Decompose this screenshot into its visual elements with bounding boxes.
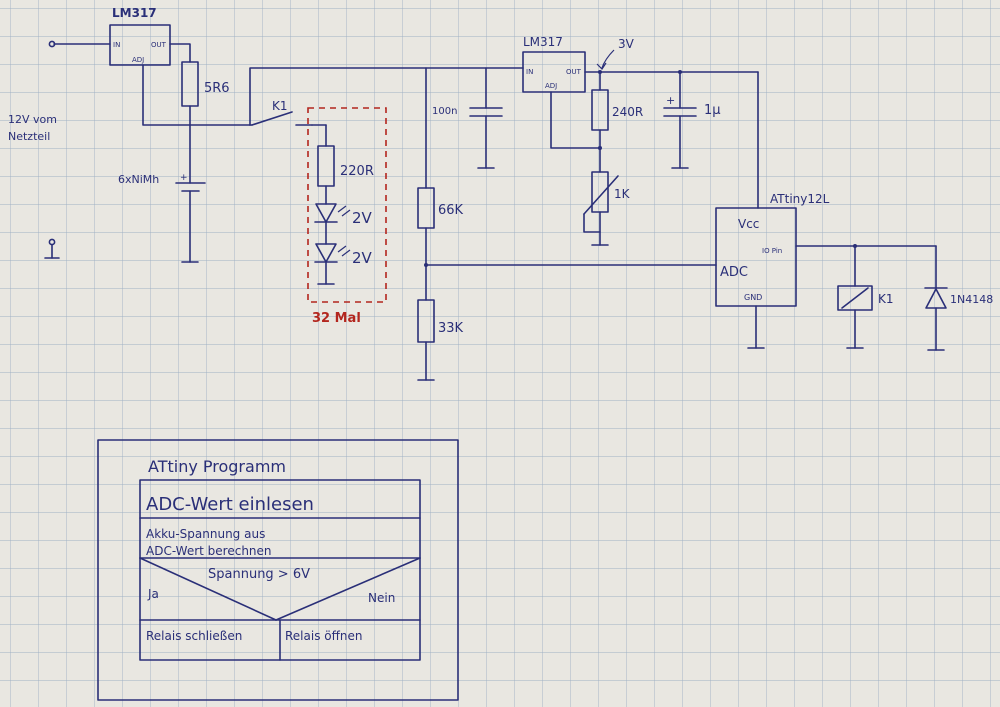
battery-plus: + bbox=[180, 173, 188, 183]
program-action-close-relay: Relais schließen bbox=[146, 629, 242, 643]
mcu-io-pin: IO Pin bbox=[762, 247, 782, 255]
supply-label-2: Netzteil bbox=[8, 130, 50, 143]
resistor-220r-label: 220R bbox=[340, 164, 374, 179]
battery-label: 6xNiMh bbox=[118, 173, 159, 186]
regulator-1-adj: ADJ bbox=[132, 56, 144, 64]
mcu-vcc: Vcc bbox=[738, 217, 759, 231]
program-title: ATtiny Programm bbox=[148, 457, 286, 476]
resistor-240r-label: 240R bbox=[612, 105, 643, 119]
program-condition: Spannung > 6V bbox=[208, 567, 310, 582]
program-branch-no: Nein bbox=[368, 591, 395, 605]
capacitor-1u-plus: + bbox=[666, 94, 675, 107]
capacitor-100n-label: 100n bbox=[432, 106, 457, 117]
regulator-1-name: LM317 bbox=[112, 6, 157, 20]
regulator-2-adj: ADJ bbox=[545, 82, 557, 90]
led-group-count: 32 Mal bbox=[312, 311, 361, 326]
regulator-1: LM317 IN OUT ADJ bbox=[109, 6, 171, 66]
program-step-read-adc: ADC-Wert einlesen bbox=[146, 494, 314, 515]
program-flowchart: ATtiny Programm ADC-Wert einlesen Akku-S… bbox=[97, 439, 459, 701]
input-terminal bbox=[48, 40, 111, 48]
program-action-open-relay: Relais öffnen bbox=[285, 629, 362, 643]
program-step-calc-line2: ADC-Wert berechnen bbox=[146, 544, 272, 558]
potentiometer-label: 1K bbox=[614, 187, 631, 201]
capacitor-1u-label: 1µ bbox=[704, 103, 721, 118]
supply-label-1: 12V vom bbox=[8, 113, 57, 126]
regulator-2-name: LM317 bbox=[523, 35, 563, 49]
attiny12l-chip: ATtiny12L Vcc IO Pin ADC GND bbox=[715, 192, 830, 307]
mcu-adc: ADC bbox=[720, 265, 748, 280]
regulator-1-in: IN bbox=[113, 41, 120, 49]
mcu-gnd: GND bbox=[744, 293, 762, 302]
led-group-box bbox=[307, 107, 387, 303]
program-step-calc-line1: Akku-Spannung aus bbox=[146, 527, 265, 541]
relay-coil-label: K1 bbox=[878, 292, 894, 306]
resistor-5r6-label: 5R6 bbox=[204, 81, 230, 96]
relay-contact-label: K1 bbox=[272, 99, 288, 113]
regulator-1-out: OUT bbox=[151, 41, 167, 49]
ground-terminal bbox=[44, 238, 60, 259]
battery-6xnimh: + 6xNiMh bbox=[118, 173, 206, 192]
led-2-label: 2V bbox=[352, 249, 373, 267]
output-voltage-label: 3V bbox=[618, 37, 635, 51]
program-branch-yes: Ja bbox=[147, 587, 159, 601]
regulator-2-out: OUT bbox=[566, 68, 582, 76]
mcu-name: ATtiny12L bbox=[770, 192, 830, 206]
regulator-2-in: IN bbox=[526, 68, 533, 76]
resistor-66k-label: 66K bbox=[438, 203, 464, 218]
led-1-label: 2V bbox=[352, 209, 373, 227]
resistor-33k-label: 33K bbox=[438, 321, 464, 336]
relay-contact-k1: K1 bbox=[249, 99, 313, 126]
diode-label: 1N4148 bbox=[950, 293, 993, 306]
regulator-2: LM317 IN OUT ADJ bbox=[522, 35, 586, 93]
